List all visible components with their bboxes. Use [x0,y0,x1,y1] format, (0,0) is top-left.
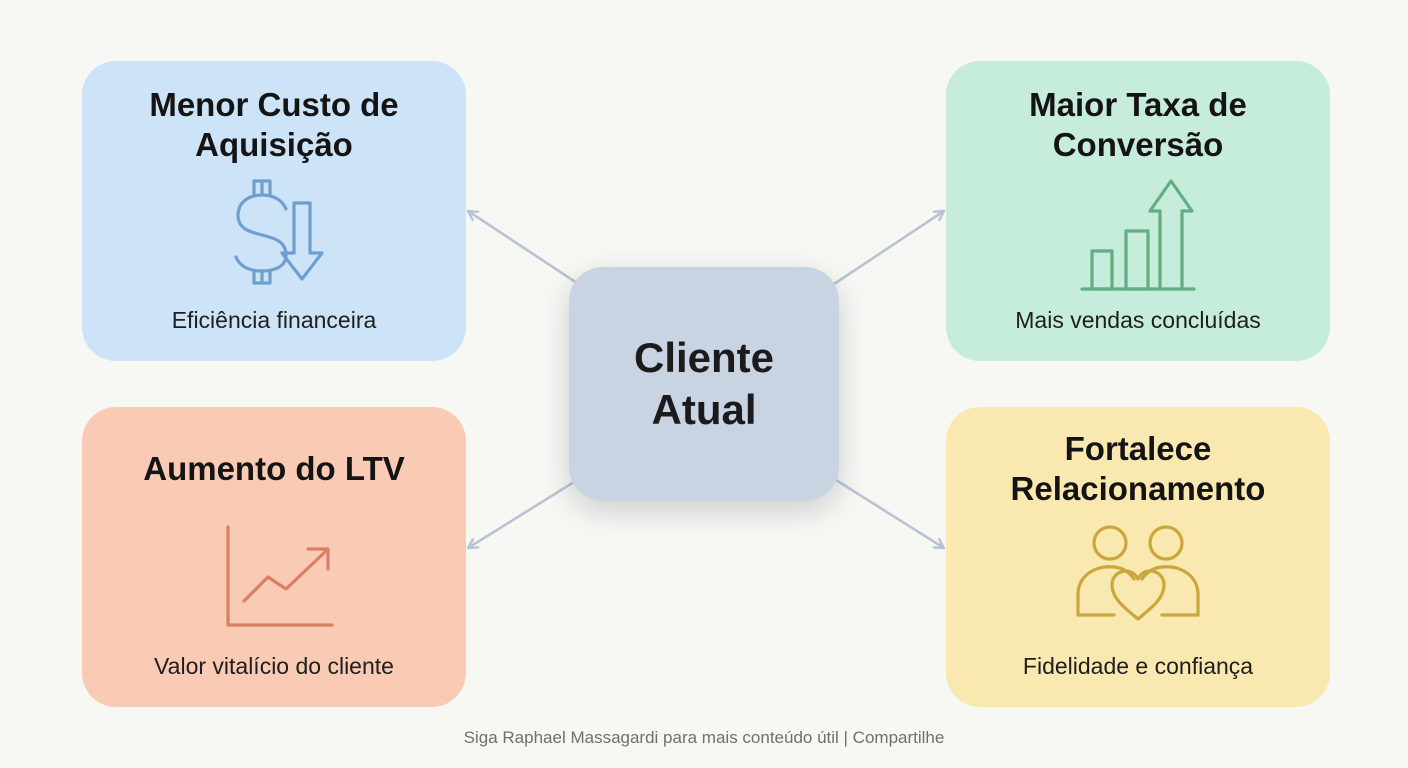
card-subtitle-strengthen-relationship: Fidelidade e confiança [1022,653,1254,679]
arrow-to-conv [833,211,944,286]
card-ltv-increase: Aumento do LTV Valor vitalício do client… [82,407,466,707]
center-node-current-customer: Cliente Atual [569,267,839,501]
card-subtitle-ltv-increase: Valor vitalício do cliente [154,653,394,679]
card-subtitle-lower-acquisition-cost: Eficiência financeira [171,307,377,333]
card-subtitle-higher-conversion-rate: Mais vendas concluídas [1015,307,1261,333]
arrow-to-cac [468,211,578,285]
card-title-ltv-increase: Aumento do LTV [143,450,405,487]
dollar-down-arrow-icon [82,173,466,297]
card-title-higher-conversion-rate: Maior Taxa de Conversão [1029,86,1247,163]
arrow-to-ltv [468,480,575,548]
arrow-to-rel [835,478,944,548]
card-title-lower-acquisition-cost: Menor Custo de Aquisição [149,86,399,163]
card-strengthen-relationship: Fortalece Relacionamento Fidelidade e co… [946,407,1330,707]
card-title-strengthen-relationship: Fortalece Relacionamento [1010,430,1266,507]
center-node-label: Cliente Atual [633,334,775,433]
people-heart-icon [946,523,1330,647]
trend-line-up-icon [82,519,466,643]
card-lower-acquisition-cost: Menor Custo de Aquisição Eficiência fina… [82,61,466,361]
bar-chart-up-arrow-icon [946,173,1330,297]
card-higher-conversion-rate: Maior Taxa de Conversão Mais vendas conc… [946,61,1330,361]
footer-text: Siga Raphael Massagardi para mais conteú… [463,728,945,747]
